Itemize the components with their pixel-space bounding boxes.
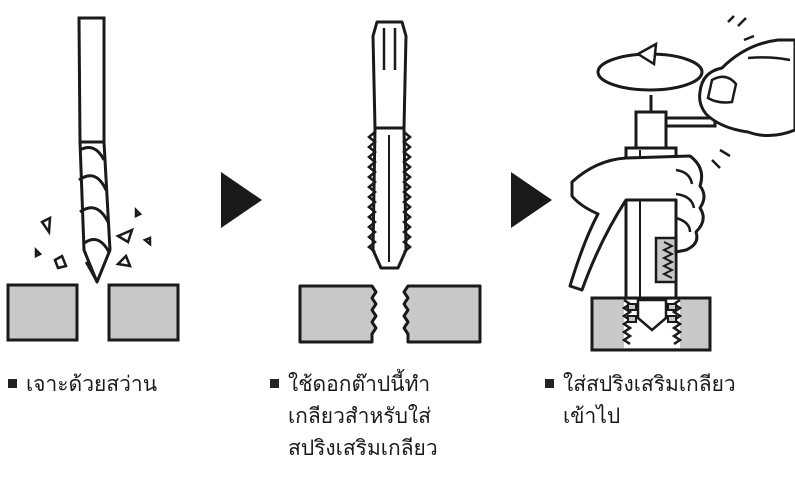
step-arrow-1	[221, 172, 262, 228]
tap-tool-icon	[371, 20, 408, 130]
workpiece-left	[6, 283, 79, 342]
step2-caption-line2: เกลียวสำหรับใส่	[288, 404, 431, 428]
workpiece-right	[107, 283, 180, 342]
bullet-icon	[8, 378, 17, 388]
step2-tap-illustration	[298, 20, 482, 344]
step2-caption: ใช้ดอกต๊าปนี้ทำ เกลียวสำหรับใส่ สปริงเสร…	[270, 368, 438, 464]
step3-insert-illustration	[568, 15, 795, 352]
insert-tool-icon	[634, 110, 668, 150]
lower-hand	[568, 154, 706, 292]
workpiece-right-threaded	[402, 284, 482, 344]
step1-drill-illustration	[6, 16, 180, 342]
drill-chips	[34, 206, 152, 270]
rotation-arrow-icon	[596, 41, 704, 92]
step2-caption-line3: สปริงเสริมเกลียว	[288, 436, 438, 460]
upper-hand	[698, 38, 795, 137]
step3-caption: ใส่สปริงเสริมเกลียว เข้าไป	[545, 368, 736, 432]
step3-caption-line2: เข้าไป	[563, 404, 621, 428]
step1-caption: เจาะด้วยสว่าน	[8, 368, 157, 400]
step1-caption-line1: เจาะด้วยสว่าน	[26, 372, 158, 396]
step-arrow-2	[511, 172, 552, 228]
drill-bit-icon	[77, 16, 106, 144]
workpiece-left-threaded	[298, 284, 378, 344]
step2-caption-line1: ใช้ดอกต๊าปนี้ทำ	[288, 372, 431, 396]
bullet-icon	[545, 378, 554, 388]
step3-caption-line1: ใส่สปริงเสริมเกลียว	[563, 372, 736, 396]
bullet-icon	[270, 378, 279, 388]
